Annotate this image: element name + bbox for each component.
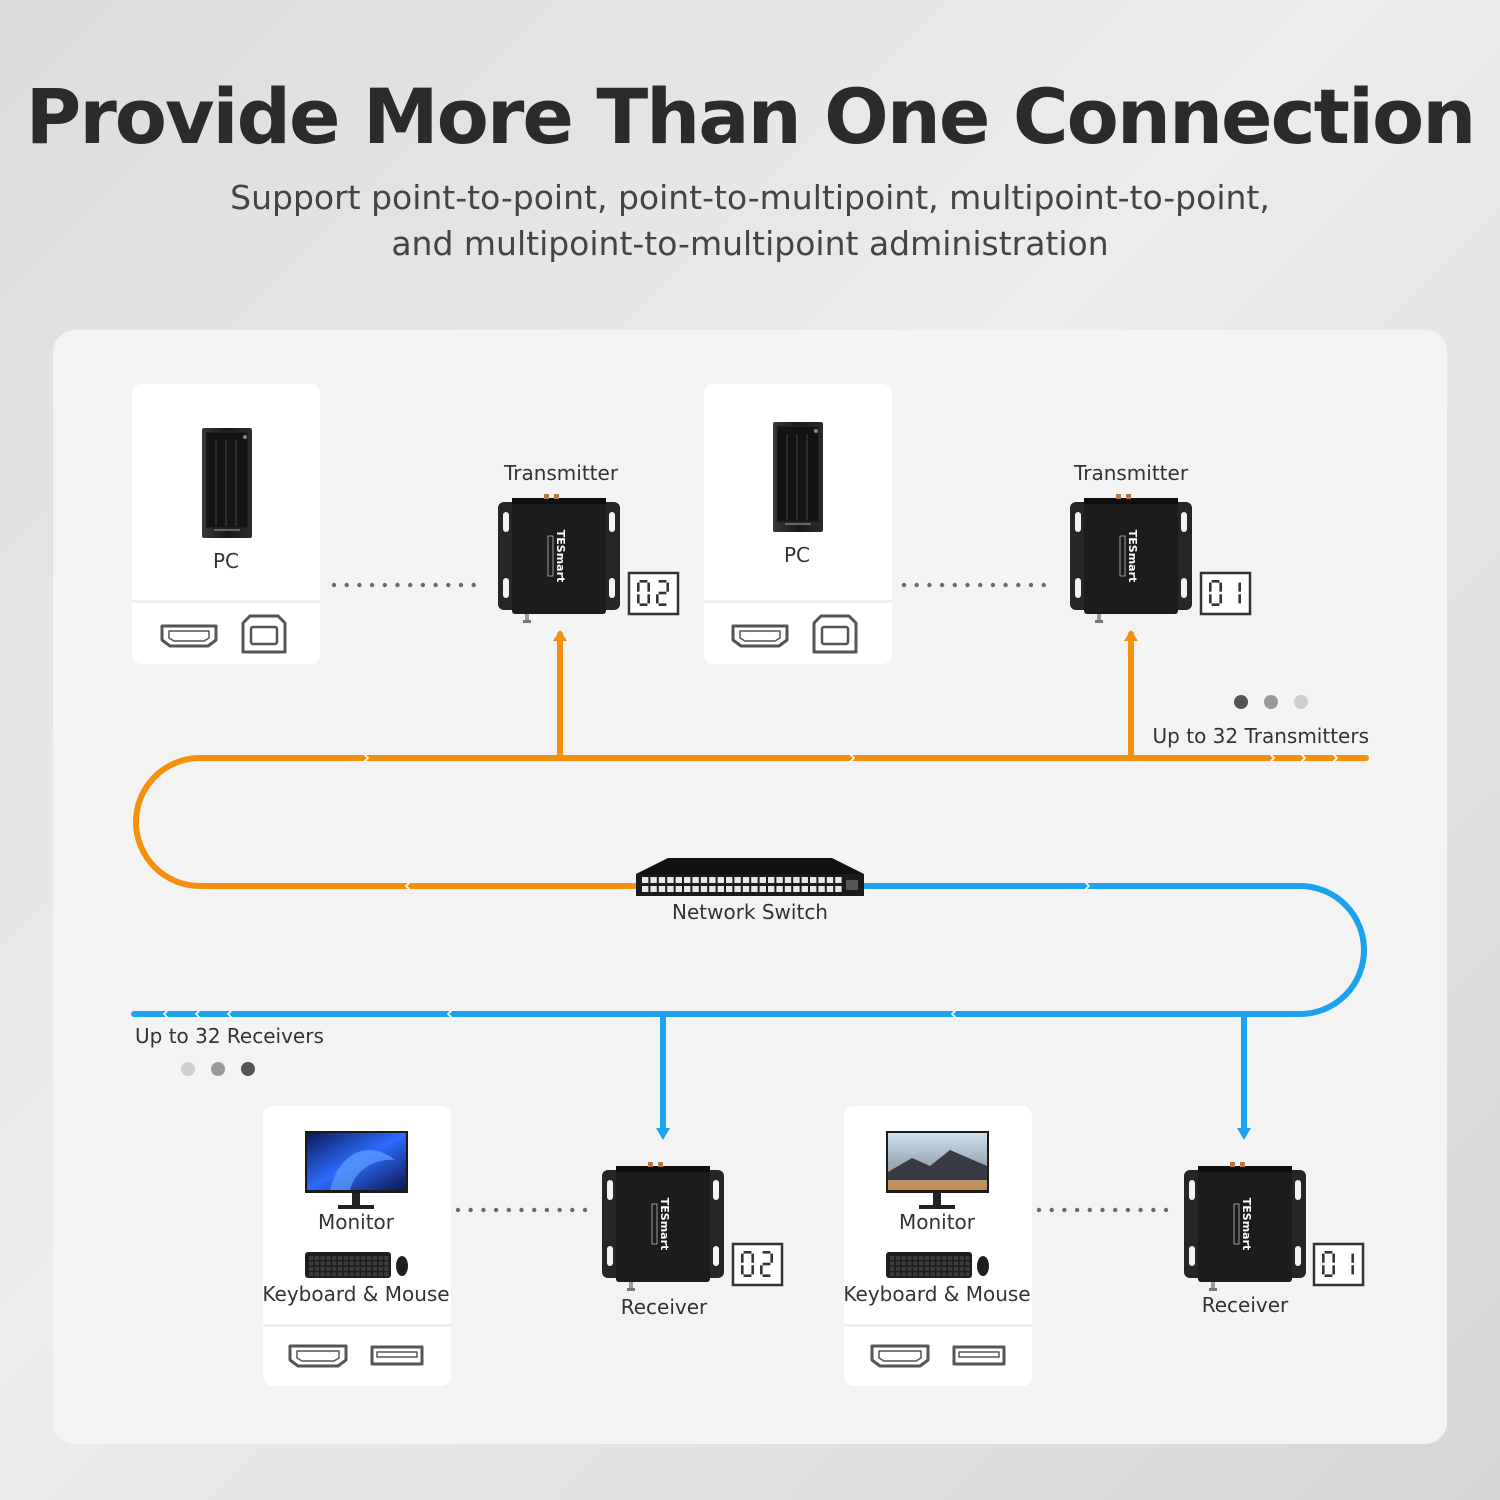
page-title: Provide More Than One Connection	[25, 72, 1477, 161]
pc-tower-icon	[202, 428, 252, 538]
monitor-label-1: Monitor	[318, 1210, 395, 1234]
transmitter-box-2: TESmart	[1070, 494, 1192, 623]
hdmi-port-icon	[288, 1344, 348, 1368]
usb-a-port-icon	[952, 1345, 1006, 1366]
extender-brand-text: TESmart	[554, 530, 567, 583]
transmitter-1-channel-display	[627, 571, 680, 616]
more-transmitters-dots	[1234, 695, 1308, 709]
extender-brand-text: TESmart	[1240, 1198, 1253, 1251]
transmitter-2-channel-display	[1199, 571, 1252, 616]
hdmi-port-icon	[870, 1344, 930, 1368]
receivers-capacity-note: Up to 32 Receivers	[135, 1024, 324, 1048]
transmitter-box-1: TESmart	[498, 494, 620, 623]
receiver-box-1: TESmart	[602, 1162, 724, 1291]
more-receivers-dots	[181, 1062, 255, 1076]
mouse-icon	[977, 1256, 989, 1276]
extender-brand-text: TESmart	[658, 1198, 671, 1251]
mouse-icon	[396, 1256, 408, 1276]
receive-bus-line	[131, 883, 1367, 1017]
transmitter-label-1: Transmitter	[503, 461, 619, 485]
monitor-icon	[886, 1131, 989, 1209]
subtitle-line-1: Support point-to-point, point-to-multipo…	[230, 178, 1270, 217]
dotted-links	[331, 582, 1169, 1213]
receiver-box-2: TESmart	[1184, 1162, 1306, 1291]
hdmi-port-icon	[731, 624, 789, 648]
usb-b-port-icon	[241, 614, 287, 654]
transmit-bus-line	[133, 755, 1369, 889]
keyboard-mouse-label-1: Keyboard & Mouse	[262, 1282, 449, 1306]
receiver-1-channel-display	[731, 1242, 784, 1287]
transmitters-capacity-note: Up to 32 Transmitters	[1153, 724, 1369, 748]
subtitle-line-2: and multipoint-to-multipoint administrat…	[391, 224, 1109, 263]
monitor-label-2: Monitor	[899, 1210, 976, 1234]
receiver-label-1: Receiver	[621, 1295, 708, 1319]
pc-label-1: PC	[213, 549, 239, 573]
usb-a-port-icon	[370, 1345, 424, 1366]
keyboard-icon	[305, 1252, 391, 1278]
hdmi-port-icon	[160, 624, 218, 648]
receiver-label-2: Receiver	[1202, 1293, 1289, 1317]
receiver-2-channel-display	[1312, 1242, 1365, 1287]
network-switch-icon	[636, 858, 864, 896]
extender-brand-text: TESmart	[1126, 530, 1139, 583]
monitor-icon	[305, 1131, 408, 1209]
keyboard-mouse-label-2: Keyboard & Mouse	[843, 1282, 1030, 1306]
network-switch-label: Network Switch	[672, 900, 828, 924]
keyboard-icon	[886, 1252, 972, 1278]
pc-label-2: PC	[784, 543, 810, 567]
transmitter-label-2: Transmitter	[1073, 461, 1189, 485]
usb-b-port-icon	[812, 614, 858, 654]
pc-tower-icon	[773, 422, 823, 532]
